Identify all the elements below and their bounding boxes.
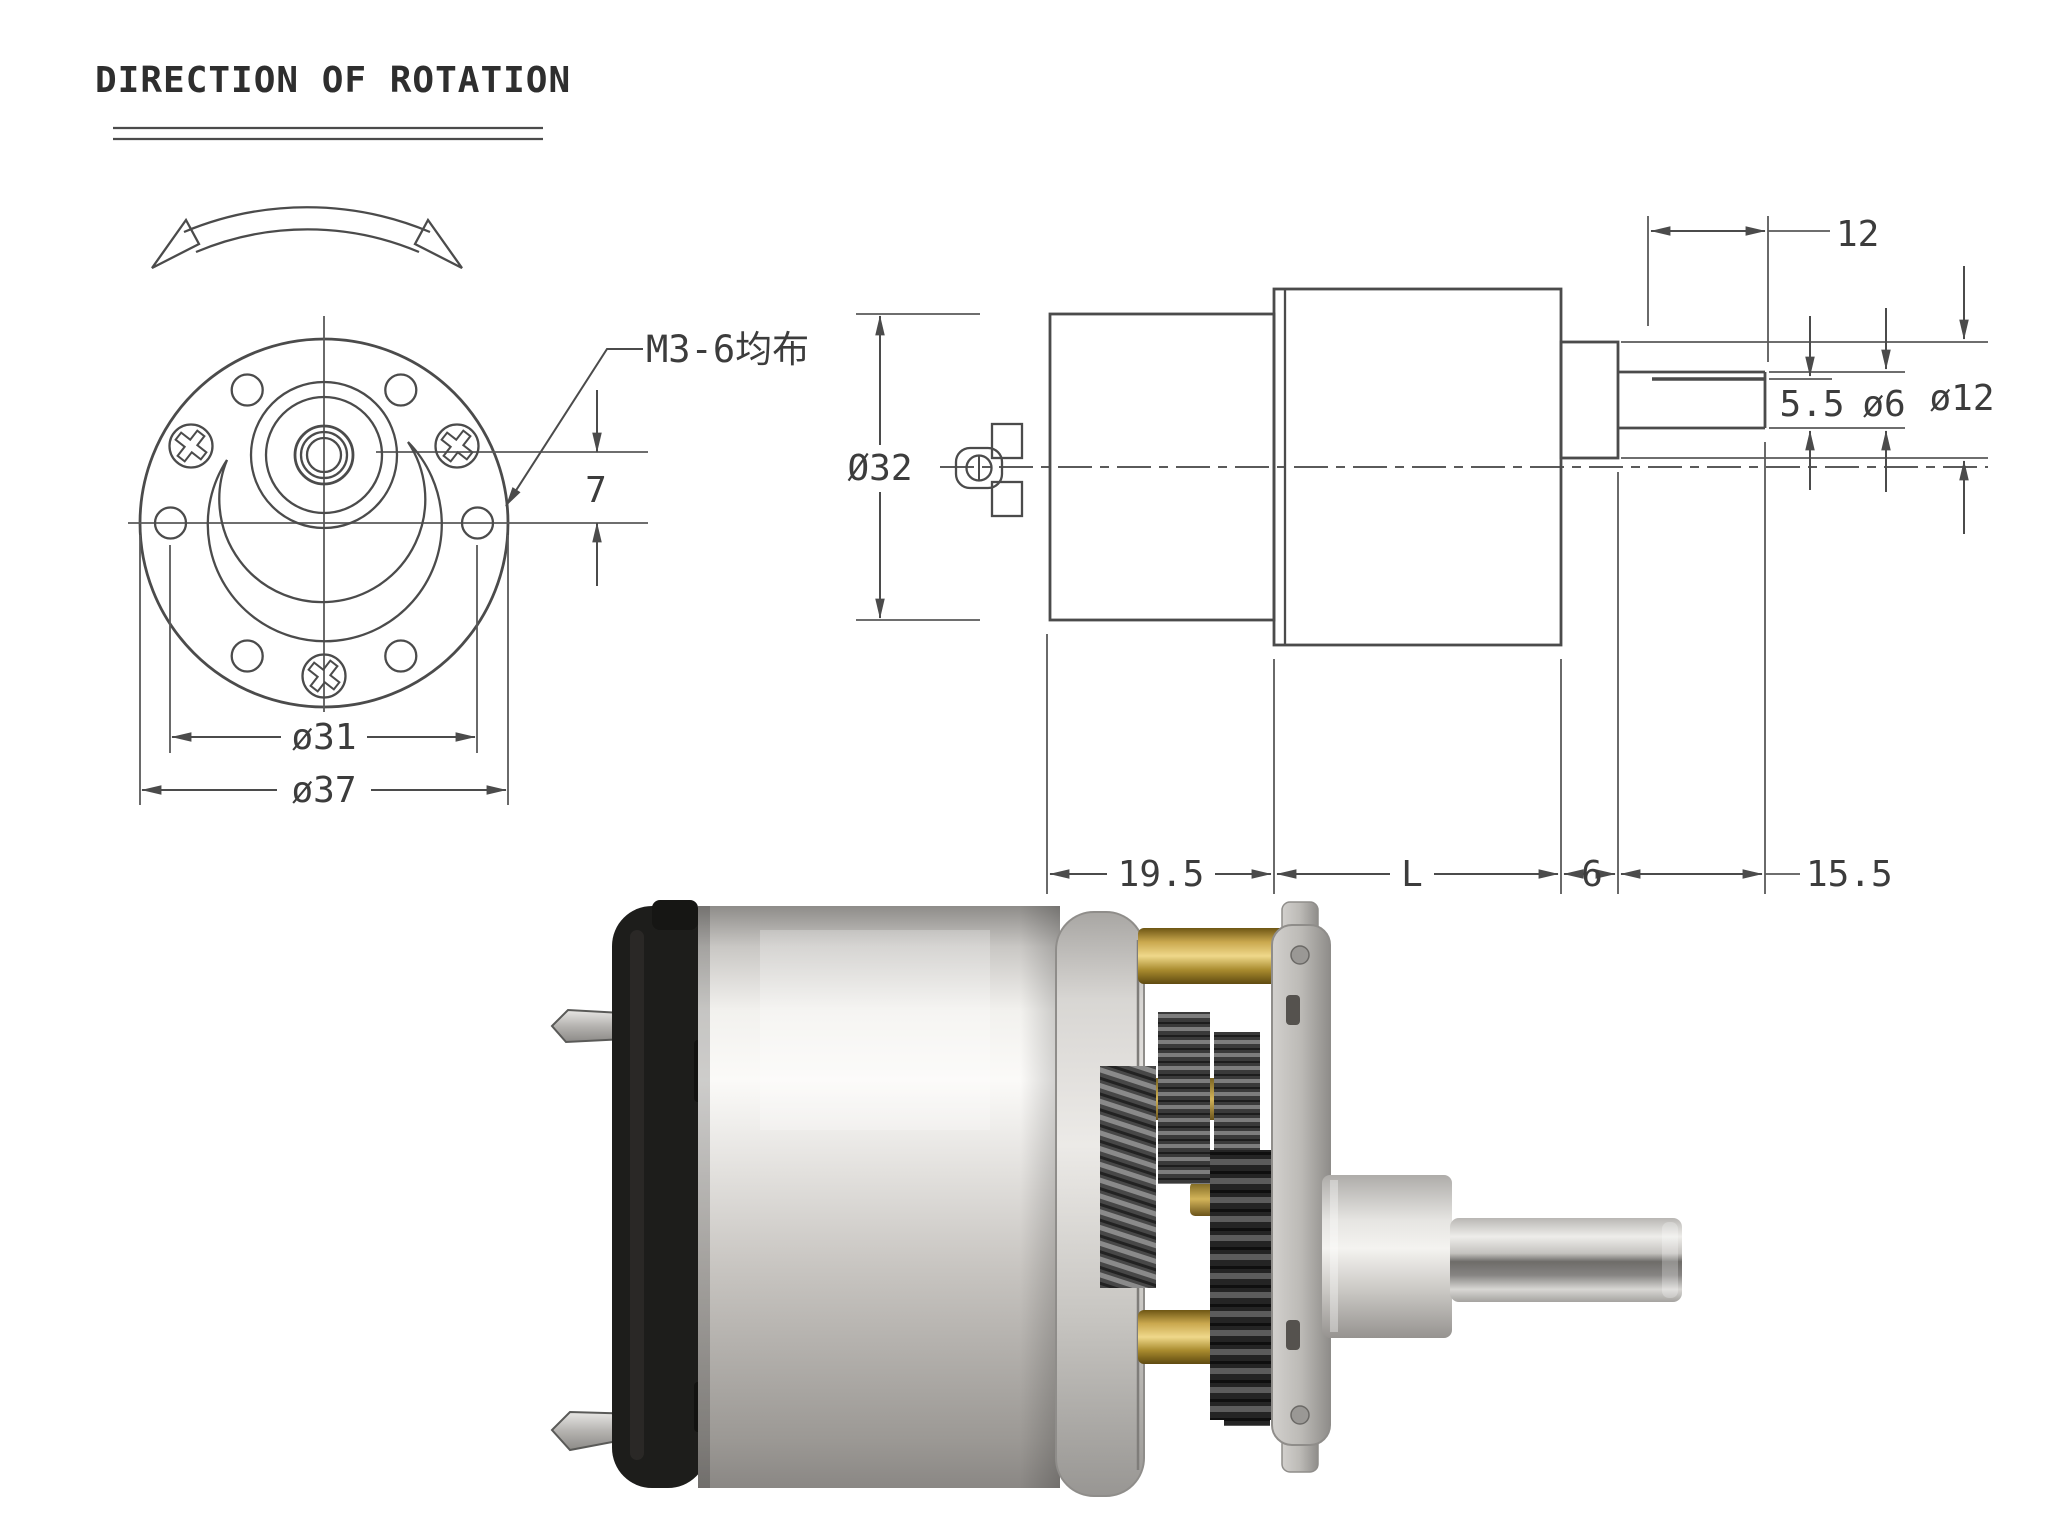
boss-length-value: 6: [1581, 854, 1603, 895]
rotation-arrow-icon: [151, 206, 463, 270]
shaft-offset-dimension: 7: [585, 390, 607, 586]
flat-width-dimension: 5.5: [1779, 316, 1845, 490]
flat-length-value: 12: [1836, 214, 1879, 255]
shaft-length-value: 15.5: [1806, 854, 1893, 895]
bolt-circle-dimension: ø31: [169, 545, 478, 758]
direction-of-rotation-header: DIRECTION OF ROTATION: [95, 60, 571, 270]
shaft-offset-value: 7: [585, 470, 607, 511]
phillips-screw-icon: [168, 423, 214, 469]
gearmotor-photo: [550, 900, 1682, 1497]
pinion-gear: [1214, 1032, 1260, 1160]
page-title: DIRECTION OF ROTATION: [95, 60, 571, 101]
gearbox-endplate: [1271, 901, 1331, 1473]
motor-length-value: 19.5: [1118, 854, 1205, 895]
bevel-gear: [1100, 1066, 1156, 1288]
pinion-gear: [1158, 1012, 1210, 1184]
bolt-circle-value: ø31: [291, 717, 356, 758]
front-view: M3-6均布 7 ø31 ø37: [128, 316, 809, 811]
bottom-pinion-gear: [1224, 1356, 1270, 1426]
thread-note-label: M3-6均布: [646, 328, 809, 371]
side-view: Ø32 12 5.5 ø6 ø12: [847, 214, 1994, 895]
shaft-diameter-dimension: ø6: [1862, 308, 1906, 492]
gearbox-length-value: L: [1401, 854, 1423, 895]
flat-length-dimension: 12: [1647, 214, 1879, 362]
boss-diameter-dimension: ø12: [1929, 266, 1995, 534]
thread-callout: M3-6均布: [505, 328, 809, 507]
front-mounting-holes: [153, 373, 495, 673]
front-crescent-recess: [206, 441, 443, 643]
outer-diameter-value: ø37: [291, 770, 356, 811]
flat-width-value: 5.5: [1779, 384, 1844, 425]
output-boss-photo: [1322, 1175, 1452, 1338]
phillips-screw-icon: [434, 423, 480, 469]
body-diameter-value: Ø32: [847, 448, 912, 489]
motor-can: [698, 906, 1060, 1488]
gearbox-outline: [1272, 287, 1563, 647]
output-shaft-photo: [1450, 1218, 1682, 1302]
phillips-screw-icon: [301, 653, 347, 699]
bearing-boss-outline: [1559, 340, 1620, 460]
front-shaft-section: [249, 380, 399, 530]
output-shaft-outline: [1618, 370, 1767, 430]
length-dimension-chain: 19.5 L 6 15.5: [1046, 442, 1893, 895]
shaft-diameter-value: ø6: [1862, 384, 1905, 425]
boss-diameter-value: ø12: [1929, 378, 1994, 419]
motor-terminal-lug: [954, 422, 1024, 518]
body-diameter-dimension: Ø32: [847, 313, 980, 621]
side-extension-lines: [1621, 341, 1988, 459]
outer-diameter-dimension: ø37: [139, 535, 509, 811]
